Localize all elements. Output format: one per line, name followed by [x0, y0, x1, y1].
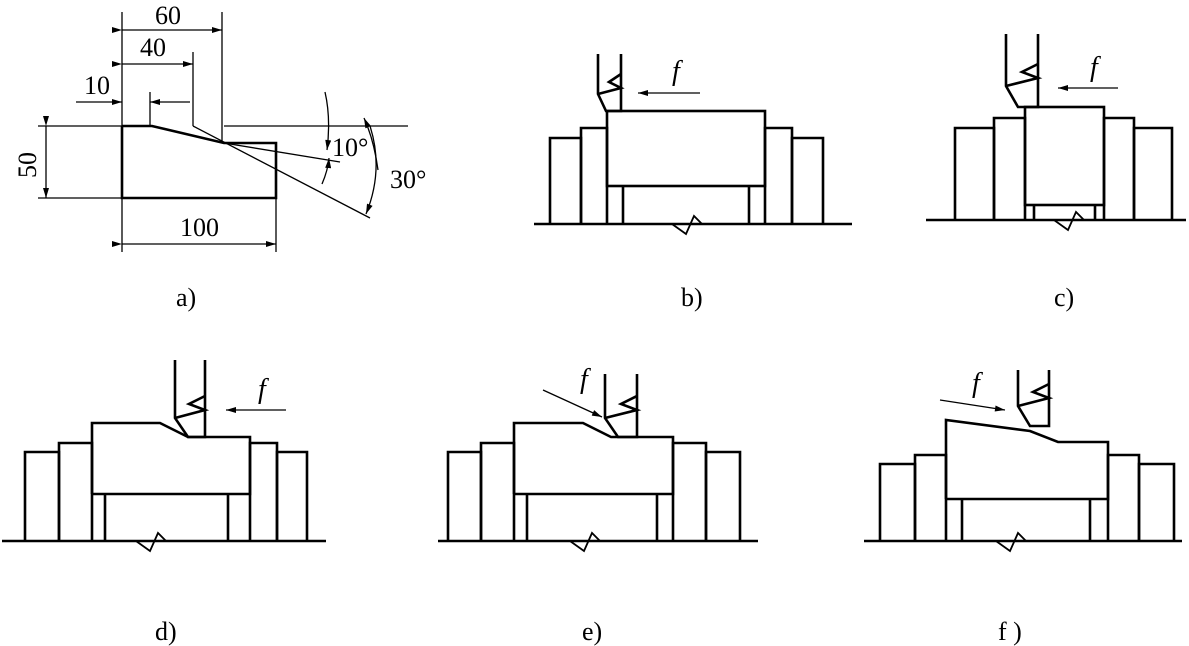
dim-50: 50 [13, 152, 42, 178]
panel-a-part-drawing: 60 40 10 50 100 10° 30° a) [13, 1, 426, 312]
feed-label-b: f [672, 56, 683, 87]
panel-c: f c) [926, 34, 1186, 312]
dim-60: 60 [155, 1, 181, 30]
panel-d: f d) [2, 360, 326, 646]
caption-d: d) [155, 617, 177, 646]
feed-label-f: f [972, 368, 983, 399]
dim-40: 40 [140, 33, 166, 62]
angle-30: 30° [390, 165, 426, 194]
dim-100: 100 [180, 213, 219, 242]
caption-f: f ) [998, 617, 1022, 646]
panel-f: f f ) [864, 368, 1182, 646]
feed-label-e: f [580, 364, 591, 395]
dim-10: 10 [84, 71, 110, 100]
caption-e: e) [582, 617, 602, 646]
panel-b: f b) [534, 54, 852, 312]
feed-label-d: f [258, 374, 269, 405]
angle-10: 10° [332, 133, 368, 162]
caption-a: a) [176, 283, 196, 312]
caption-b: b) [681, 283, 703, 312]
panel-e: f e) [438, 364, 758, 646]
part-outline [120, 124, 278, 200]
feed-label-c: f [1090, 52, 1101, 83]
caption-c: c) [1054, 283, 1074, 312]
